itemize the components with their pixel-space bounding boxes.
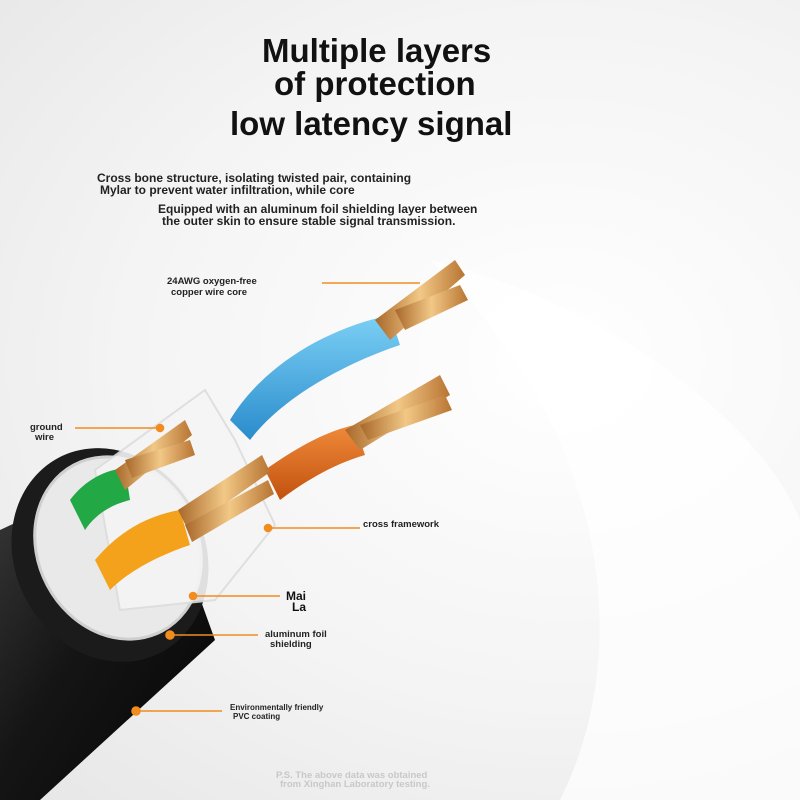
description-para1-line1: Cross bone structure, isolating twisted … [97,171,412,185]
headline-line-3: low latency signal [230,105,513,142]
callout-ground-wire-line2: wire [35,432,55,443]
callout-foil-line2: shielding [270,639,312,650]
callout-leaders [75,282,420,716]
description-para2-line2: the outer skin to ensure stable signal t… [162,214,456,228]
orange-wire [265,375,452,500]
callout-mylar-line2: La [292,600,307,614]
callout-mylar-line1: Mai [286,589,307,603]
callout-copper-core-line2: copper wire core [171,287,248,298]
callout-ground-wire-line1: ground [30,422,63,433]
green-wire [70,420,195,530]
callout-pvc-line1: Environmentally friendly [230,703,324,712]
background-swoosh [430,260,800,800]
footnote-line1: P.S. The above data was obtained [276,770,428,781]
callout-cross-framework: cross framework [363,519,440,530]
description-para1-line2: Mylar to prevent water infiltration, whi… [100,183,355,197]
callout-pvc-line2: PVC coating [233,712,281,721]
callout-foil-line1: aluminum foil [265,629,327,640]
footnote-line2: from Xinghan Laboratory testing. [280,779,430,790]
callout-copper-core-line1: 24AWG oxygen-free [167,276,257,287]
headline-line-2: of protection [274,65,476,102]
yellow-wire [95,455,274,590]
description-para2-line1: Equipped with an aluminum foil shielding… [158,202,478,216]
headline-line-1: Multiple layers [262,32,492,69]
blue-wire [230,260,468,440]
